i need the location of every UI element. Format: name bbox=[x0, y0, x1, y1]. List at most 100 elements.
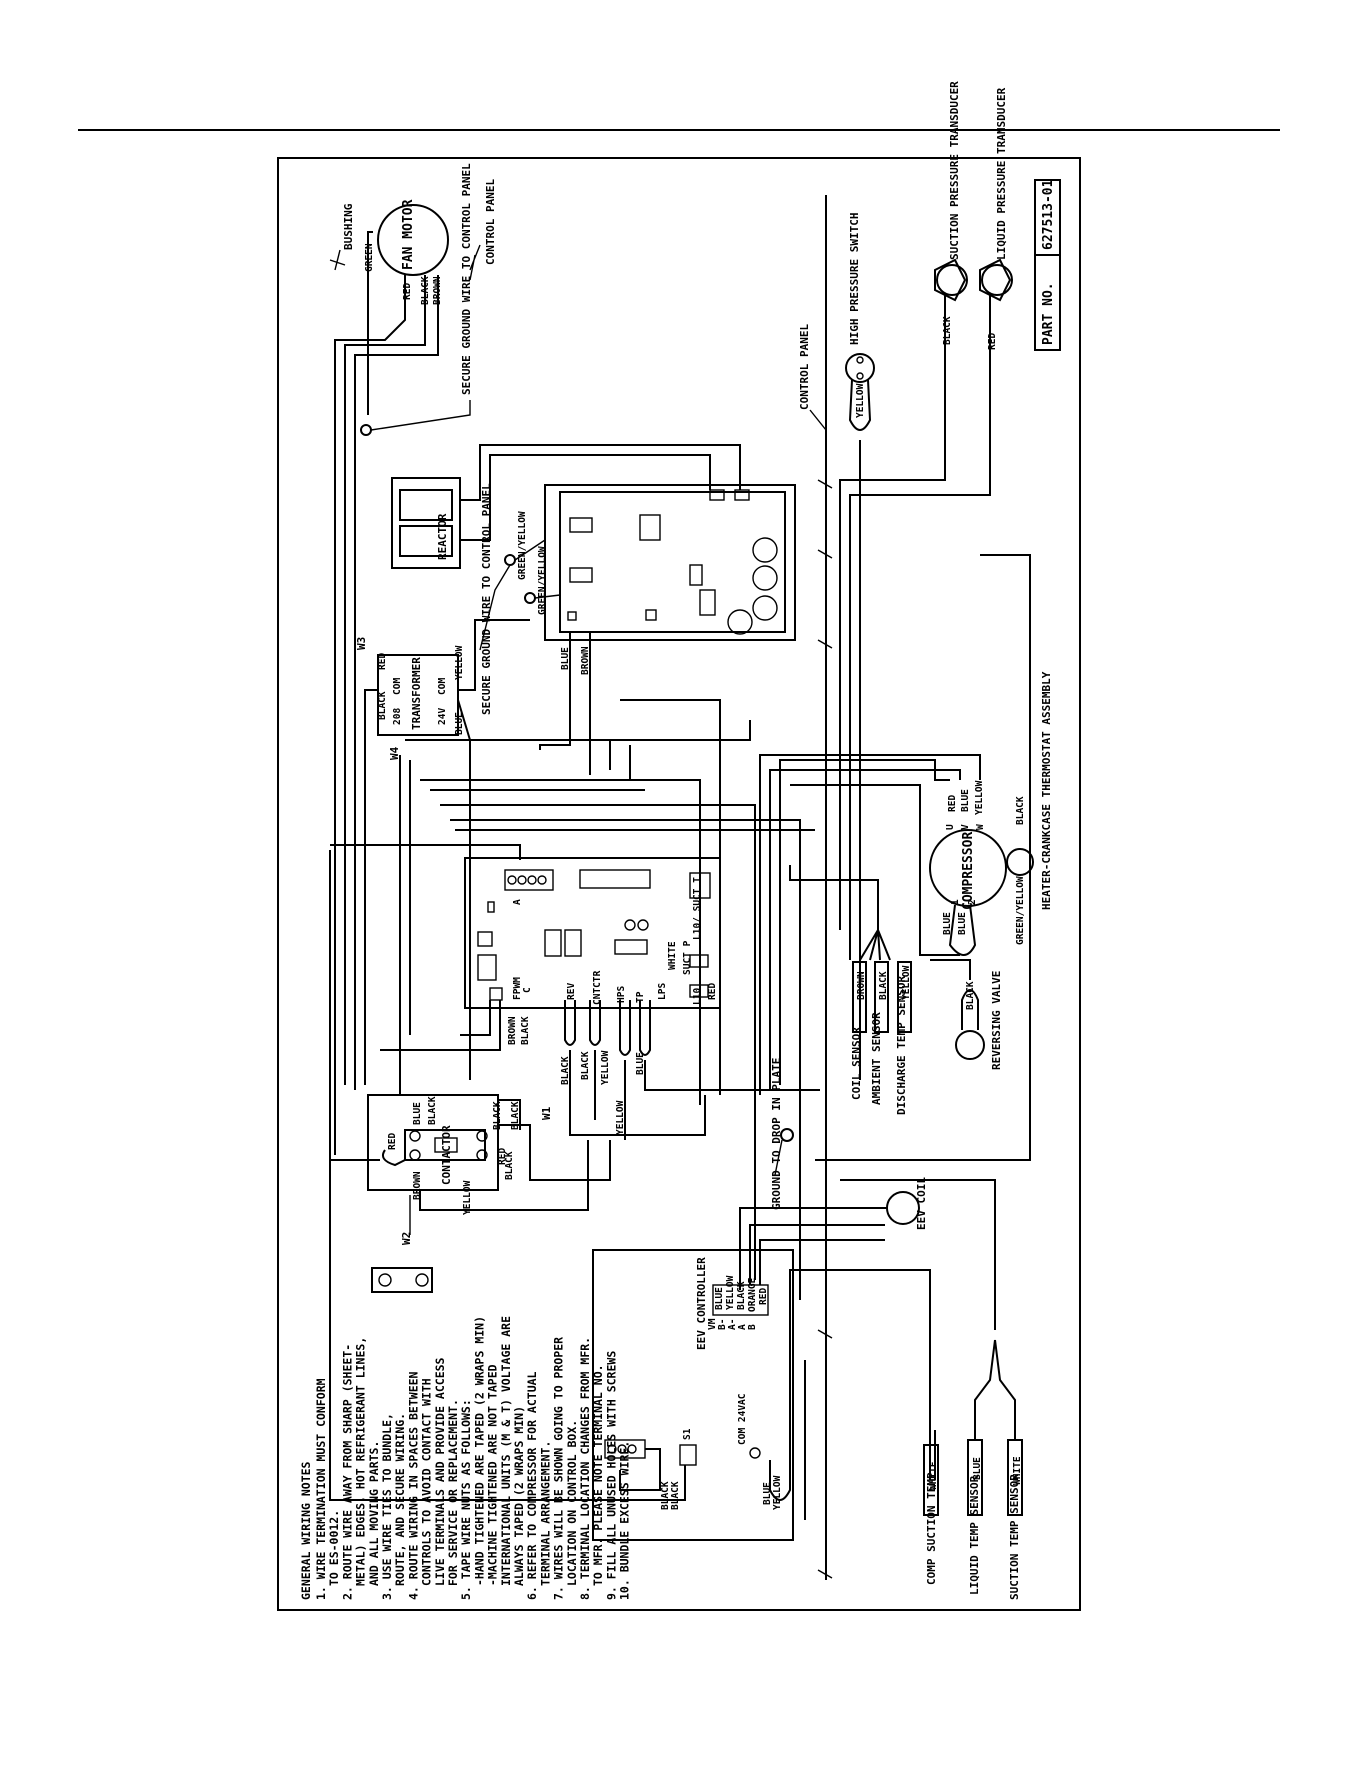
dis-yellow-wire: YELLOW bbox=[901, 965, 912, 1000]
cb-suct-p: SUCT P bbox=[682, 940, 693, 975]
comp-red-wire: RED bbox=[947, 795, 958, 812]
wiring-note-line: 3. USE WIRE TIES TO BUNDLE, bbox=[380, 1413, 394, 1600]
w2-label: W2 bbox=[400, 1232, 413, 1245]
rev-black-2: BLACK bbox=[580, 1051, 591, 1080]
suction-temp-sensor-label: SUCTION TEMP SENSOR bbox=[1008, 1474, 1021, 1600]
heater-crankcase-icon bbox=[1006, 848, 1034, 876]
fan-brown-wire: BROWN bbox=[432, 276, 443, 305]
w4-label: W4 bbox=[388, 746, 401, 760]
cb-lps: LPS bbox=[657, 983, 668, 1000]
control-panel-label: CONTROL PANEL bbox=[484, 179, 497, 265]
w1-label: W1 bbox=[540, 1106, 553, 1120]
tr-24v: 24V bbox=[437, 708, 448, 725]
eev-black: BLACK bbox=[736, 1281, 747, 1310]
eev-yellow-2: YELLOW bbox=[772, 1475, 783, 1510]
cb-red-wire: RED bbox=[707, 983, 718, 1000]
wiring-note-line: TO ES-0012. bbox=[327, 1510, 341, 1586]
tr-com-2: COM bbox=[437, 678, 448, 695]
amb-black-wire: BLACK bbox=[878, 971, 889, 1000]
control-panel-label-2: CONTROL PANEL bbox=[798, 324, 811, 410]
wiring-note-line: ALWAYS TAPED (2 WRAPS MIN) bbox=[512, 1406, 526, 1586]
cb-fpwm: FPWM bbox=[512, 977, 523, 1000]
eev-controller: EEV CONTROLLER VM B- A- A B BLUE YELLOW … bbox=[592, 1249, 794, 1541]
eev-s1: S1 bbox=[682, 1428, 693, 1440]
comp-v: V bbox=[960, 824, 971, 830]
notes-title: GENERAL WIRING NOTES bbox=[299, 1461, 313, 1600]
high-pressure-switch-label: HIGH PRESSURE SWITCH bbox=[848, 213, 861, 345]
cb-cntctr: CNTCTR bbox=[592, 970, 603, 1005]
heater-crankcase-label: HEATER-CRANKCASE THERMOSTAT ASSEMBLY bbox=[1040, 671, 1053, 910]
compressor-label: COMPRESSOR bbox=[961, 832, 976, 910]
coil-sensor-label: COIL SENSOR bbox=[850, 1027, 863, 1100]
eev-vm: VM bbox=[707, 1318, 718, 1330]
wiring-note-line: 1. WIRE TERMINATION MUST CONFORM bbox=[314, 1378, 328, 1600]
tr-blue-wire: BLUE bbox=[454, 712, 465, 735]
comp-blue-wire: BLUE bbox=[960, 789, 971, 812]
eev-b: B bbox=[747, 1324, 758, 1330]
eev-blue-2: BLUE bbox=[762, 1482, 773, 1505]
wiring-note-line: METAL) EDGES, HOT REFRIGERANT LINES, bbox=[354, 1337, 368, 1586]
cntctr-yellow: YELLOW bbox=[600, 1050, 611, 1085]
eev-controller-label: EEV CONTROLLER bbox=[695, 1257, 708, 1350]
discharge-temp-sensor-label: DISCHARGE TEMP SENSOR bbox=[895, 976, 908, 1115]
wiring-note-line: TO MFR. PLEASE NOTE TERMINAL NO. bbox=[591, 1364, 605, 1586]
hps-yellow: YELLOW bbox=[615, 1100, 626, 1135]
fan-red-wire: RED bbox=[402, 283, 413, 300]
cb-c: C bbox=[522, 987, 533, 993]
fan-motor-label: FAN MOTOR bbox=[401, 199, 416, 270]
ct-black-1: BLACK bbox=[427, 1096, 438, 1125]
part-no-label: PART NO. bbox=[1041, 282, 1056, 345]
sensor-bundle: BROWN BLACK YELLOW bbox=[852, 929, 912, 1033]
fan-black-wire: BLACK bbox=[420, 276, 431, 305]
eev-black-2: BLACK bbox=[670, 1481, 681, 1510]
comp-blue-2: BLUE bbox=[957, 912, 968, 935]
wiring-note-line: 2. ROUTE WIRE AWAY FROM SHARP (SHEET- bbox=[340, 1344, 354, 1600]
lts-blue-wire: BLUE bbox=[972, 1457, 983, 1480]
eev-blue: BLUE bbox=[714, 1287, 725, 1310]
ct-red-2: RED bbox=[387, 1133, 398, 1150]
tr-208: 208 bbox=[392, 708, 403, 725]
cb-hps: HPS bbox=[616, 986, 627, 1003]
wiring-note-line: FOR SERVICE OR REPLACEMENT. bbox=[446, 1399, 460, 1586]
suction-temp-sensor bbox=[1007, 1439, 1023, 1516]
cst-white-wire: WHITE bbox=[928, 1461, 939, 1490]
tr-red-wire: RED bbox=[377, 653, 388, 670]
comp-blue-1: BLUE bbox=[942, 912, 953, 935]
w2-bracket bbox=[371, 1267, 433, 1293]
reactor: REACTOR bbox=[391, 477, 461, 569]
reversing-valve: REVERSING VALVE bbox=[955, 971, 1003, 1070]
eev-orange: ORANGE bbox=[747, 1277, 758, 1312]
ct-brown: BROWN bbox=[412, 1171, 423, 1200]
eev-yellow: YELLOW bbox=[725, 1275, 736, 1310]
wiring-note-line: CONTROLS TO AVOID CONTACT WITH bbox=[420, 1378, 434, 1586]
ground-drop-in-plate-icon bbox=[780, 1128, 794, 1142]
wiring-note-line: -MACHINE TIGHTENED ARE NOT TAPED bbox=[486, 1364, 500, 1586]
contactor-label: CONTACTOR bbox=[440, 1125, 453, 1185]
ct-black-4: BLACK bbox=[504, 1151, 515, 1180]
wiring-note-line: INTERNATIONAL UNITS (M & T) VOLTAGE ARE bbox=[499, 1316, 513, 1586]
fan-motor: FAN MOTOR bbox=[377, 199, 449, 276]
ct-red: RED bbox=[497, 1148, 508, 1165]
wiring-note-line: 10. BUNDLE EXCESS WIRE. bbox=[618, 1441, 632, 1600]
comp-w: W bbox=[975, 824, 986, 830]
cb-r: A bbox=[512, 899, 523, 905]
contactor: CONTACTOR bbox=[367, 1094, 499, 1191]
liquid-temp-sensor-label: LIQUID TEMP SENSOR bbox=[968, 1475, 981, 1595]
eev-bminus: B- bbox=[717, 1319, 728, 1330]
lpt-red-wire: RED bbox=[987, 333, 998, 350]
wiring-note-line: -HAND TIGHTENED ARE TAPED (2 WRAPS MIN) bbox=[472, 1316, 486, 1586]
ct-blue: BLUE bbox=[412, 1102, 423, 1125]
gy-wire-2: GREEN/YELLOW bbox=[537, 546, 548, 615]
eev-aminus: A- bbox=[727, 1319, 738, 1330]
tr-black-wire: BLACK bbox=[377, 691, 388, 720]
part-number-block: PART NO. 627513-01 bbox=[1034, 179, 1061, 351]
cb-black-wire-1: BLACK bbox=[520, 1016, 531, 1045]
wiring-note-line: AND ALL MOVING PARTS. bbox=[367, 1441, 381, 1586]
eev-com24: COM 24VAC bbox=[737, 1393, 748, 1445]
comp-suction-temp-sensor bbox=[923, 1444, 939, 1516]
comp-u: U bbox=[945, 824, 956, 830]
hc-gy-wire: GREEN/YELLOW bbox=[1015, 876, 1026, 945]
liquid-pressure-transducer-label: LIQUID PRESSURE TRANSDUCER bbox=[995, 87, 1008, 260]
suction-pressure-transducer-label: SUCTION PRESSURE TRANSDUCER bbox=[948, 81, 961, 260]
